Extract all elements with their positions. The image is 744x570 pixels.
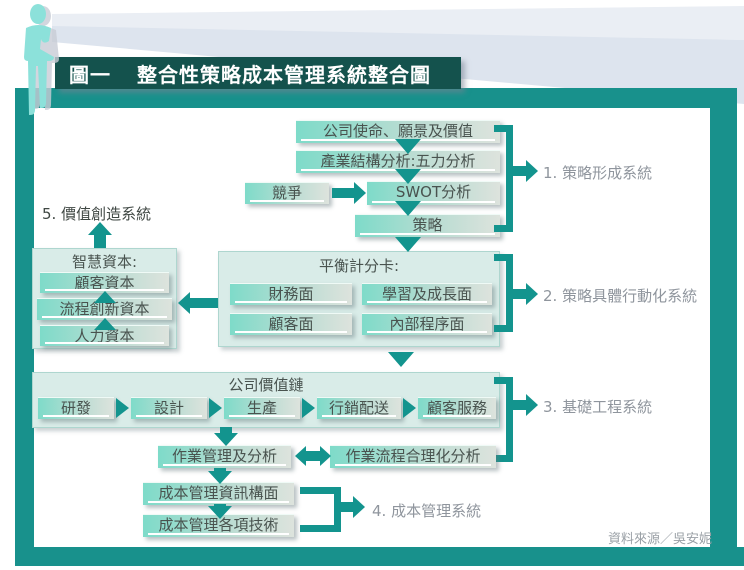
- bracket-2: [494, 254, 513, 261]
- frame-left-bar: [15, 88, 34, 547]
- box-rd: 研發: [38, 397, 114, 419]
- bracket-3: [494, 377, 513, 384]
- frame-bottom-bar: [15, 547, 744, 566]
- box-swot: SWOT分析: [367, 181, 500, 205]
- box-internal-process-perspective: 內部程序面: [362, 313, 492, 335]
- bracket-3: [494, 455, 513, 462]
- bracket-2: [506, 254, 513, 332]
- arrow-right-icon: [403, 398, 416, 418]
- arrow-right-icon: [209, 398, 222, 418]
- box-competition: 競爭: [245, 182, 329, 204]
- arrow-right-icon: [116, 398, 129, 418]
- arrow-up-icon: [88, 222, 112, 248]
- person-silhouette-icon: [24, 4, 59, 115]
- box-customer-service: 顧客服務: [418, 397, 496, 419]
- arrow-right-icon: [302, 398, 315, 418]
- box-marketing-distribution: 行銷配送: [317, 397, 401, 419]
- label-cost-management-system: 4. 成本管理系統: [372, 502, 482, 520]
- arrow-down-icon: [395, 237, 421, 252]
- arrow-down-icon: [214, 427, 238, 446]
- label-strategy-actionization-system: 2. 策略具體行動化系統: [543, 287, 698, 305]
- arrow-up-icon: [94, 291, 116, 303]
- box-cost-techniques: 成本管理各項技術: [143, 514, 294, 537]
- arrow-down-icon: [388, 352, 414, 367]
- value-chain-row: 研發 設計 生產 行銷配送 顧客服務: [38, 396, 496, 420]
- figure-title: 整合性策略成本管理系統整合圖: [137, 62, 431, 87]
- label-basic-engineering-system: 3. 基礎工程系統: [543, 398, 653, 416]
- arrow-down-icon: [208, 468, 232, 484]
- arrow-right-icon: [513, 283, 538, 305]
- box-process-innovation-capital: 流程創新資本: [37, 298, 172, 320]
- box-strategy: 策略: [355, 214, 500, 237]
- arrow-left-right-icon: [295, 446, 331, 466]
- box-production: 生產: [224, 397, 300, 419]
- arrow-down-icon: [395, 139, 421, 154]
- frame-top-bar: [15, 88, 737, 108]
- box-design: 設計: [131, 397, 207, 419]
- arrow-right-icon: [341, 496, 365, 518]
- arrow-right-icon: [513, 394, 538, 416]
- bracket-4: [300, 487, 341, 494]
- intellectual-capital-title: 智慧資本:: [71, 253, 138, 271]
- bracket-2: [494, 325, 513, 332]
- bracket-1: [494, 225, 513, 232]
- arrow-right-icon: [332, 182, 366, 204]
- arrow-down-icon: [395, 169, 421, 184]
- box-cost-info-dimension: 成本管理資訊構面: [143, 482, 294, 505]
- box-customer-perspective: 顧客面: [230, 313, 352, 335]
- box-operations-management: 作業管理及分析: [158, 445, 291, 468]
- box-customer-capital: 顧客資本: [40, 272, 169, 293]
- arrow-up-icon: [94, 318, 116, 330]
- box-process-rationalization: 作業流程合理化分析: [330, 445, 496, 468]
- bracket-3: [506, 377, 513, 462]
- arrow-down-icon: [208, 504, 232, 519]
- arrow-left-icon: [178, 292, 218, 314]
- label-value-creation-system: 5. 價值創造系統: [42, 205, 152, 223]
- bracket-4: [300, 525, 341, 532]
- bracket-1: [506, 125, 513, 232]
- bracket-4: [334, 487, 341, 532]
- bracket-1: [494, 125, 513, 132]
- box-learning-growth-perspective: 學習及成長面: [362, 283, 492, 305]
- frame-right-bar: [710, 88, 737, 547]
- source-credit: 資料來源／吳安妮: [608, 532, 713, 547]
- box-financial-perspective: 財務面: [230, 283, 352, 305]
- balanced-scorecard-title: 平衡計分卡:: [318, 257, 400, 275]
- arrow-right-icon: [513, 160, 538, 182]
- arrow-down-icon: [395, 201, 421, 216]
- figure-label: 圖一: [69, 62, 111, 87]
- value-chain-title: 公司價值鏈: [228, 376, 304, 394]
- label-strategy-formation-system: 1. 策略形成系統: [543, 164, 653, 182]
- figure-title-bar: 圖一 整合性策略成本管理系統整合圖: [55, 57, 461, 89]
